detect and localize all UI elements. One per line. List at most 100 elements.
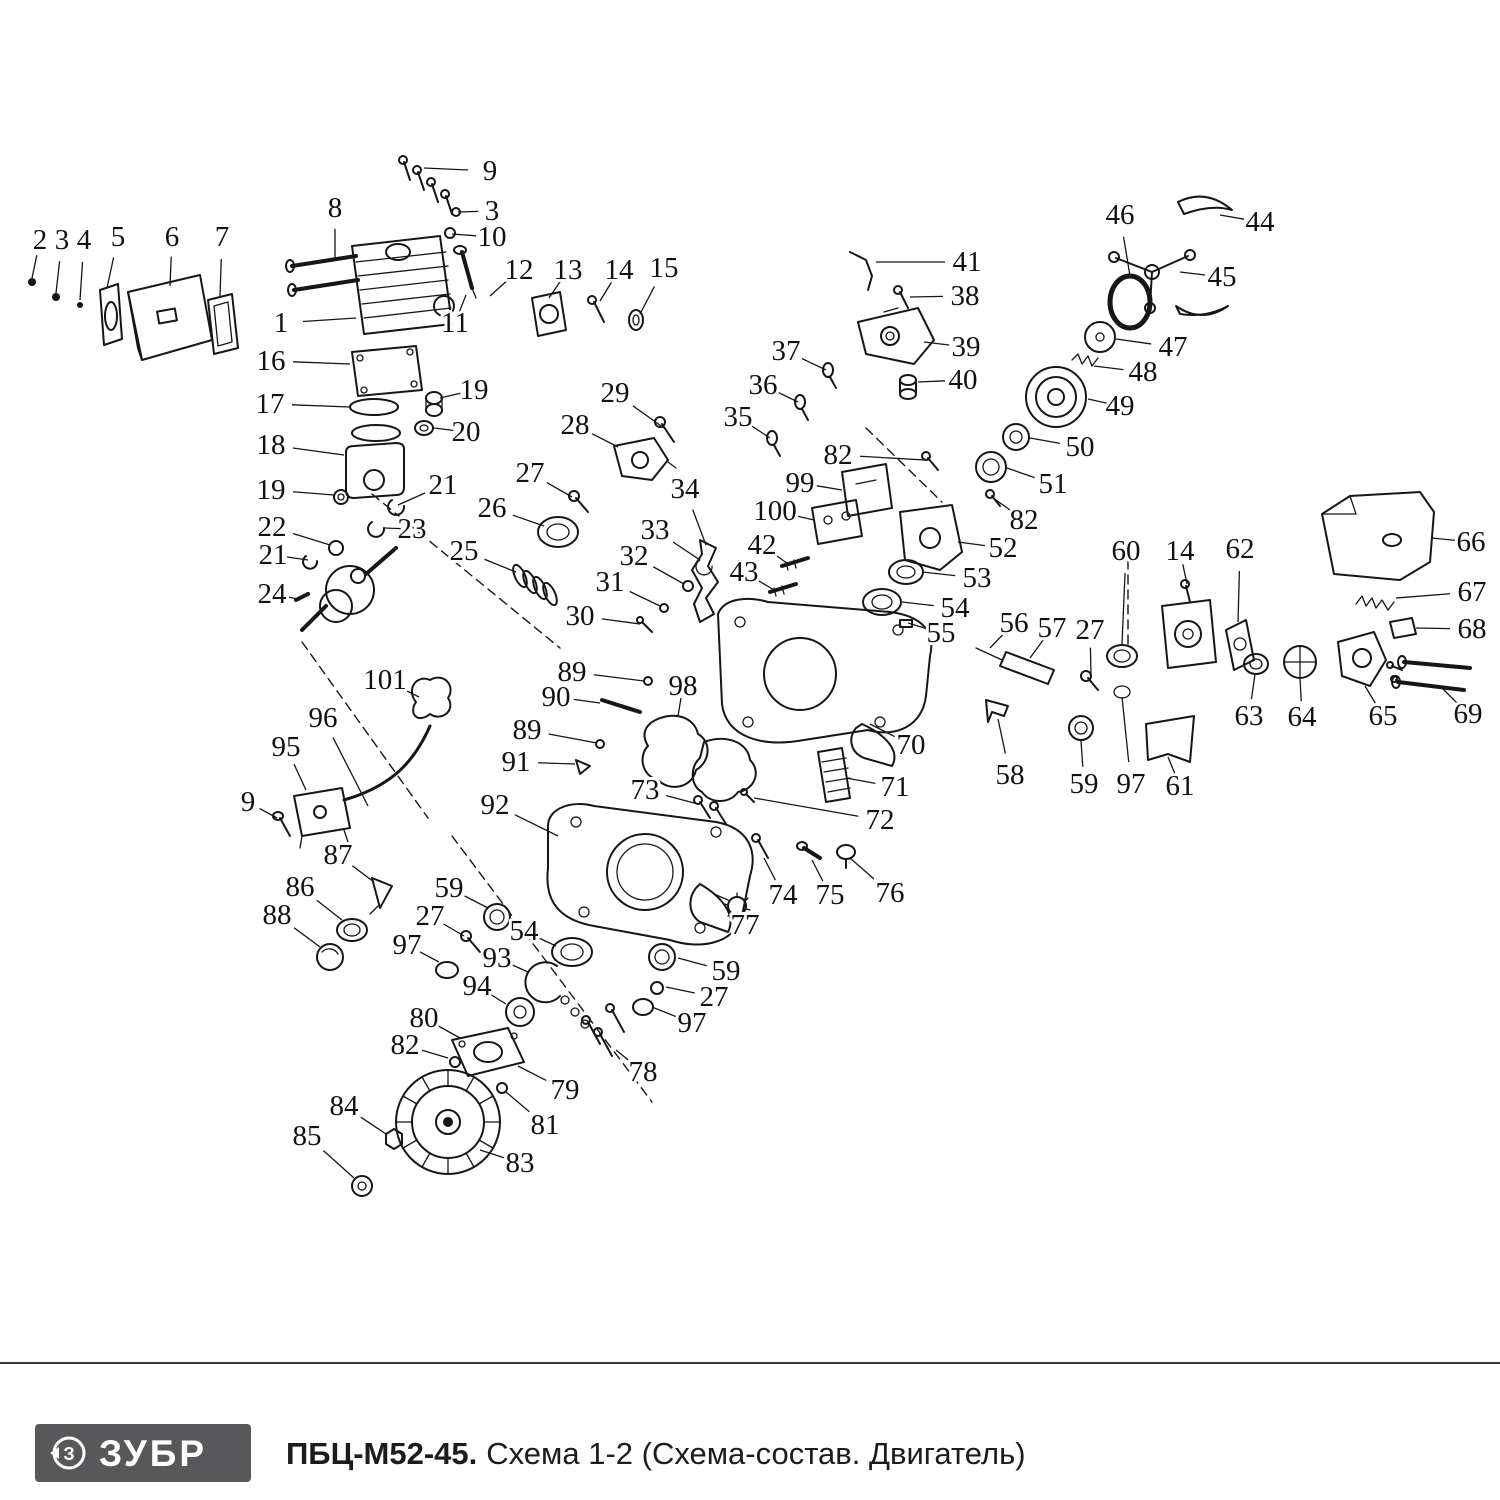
- part-number-label: 45: [1208, 261, 1237, 293]
- part-number-label: 58: [996, 759, 1025, 791]
- part-number-label: 91: [502, 746, 531, 778]
- leader-line: [750, 424, 771, 439]
- leader-line: [383, 527, 401, 530]
- part-number-label: 15: [650, 252, 679, 284]
- part-number-label: 50: [1066, 431, 1095, 463]
- footer-divider: [0, 1362, 1500, 1364]
- part-number-label: 43: [730, 556, 759, 588]
- leader-line: [293, 927, 321, 948]
- part-number-label: 46: [1106, 199, 1135, 231]
- leader-line: [1121, 696, 1130, 763]
- leader-line: [677, 697, 682, 717]
- brand-name: ЗУБР: [99, 1432, 208, 1474]
- part-number-label: 62: [1226, 533, 1255, 565]
- flywheel-drawing: [351, 1027, 525, 1197]
- leader-line: [923, 341, 950, 346]
- leader-line: [997, 718, 1007, 754]
- part-number-label: 77: [731, 909, 760, 941]
- zubr-logo-icon: З: [50, 1436, 86, 1470]
- leader-line: [1167, 756, 1176, 775]
- leader-line: [692, 509, 707, 546]
- part-number-label: 22: [258, 511, 287, 543]
- part-number-label: 39: [952, 331, 981, 363]
- part-number-label: 33: [641, 514, 670, 546]
- part-number-label: 74: [769, 879, 799, 911]
- zubr-logo: З ЗУБР: [35, 1424, 251, 1482]
- page-title: ПБЦ-М52-45.Схема 1-2 (Схема-состав. Двиг…: [286, 1436, 1026, 1472]
- part-number-label: 95: [272, 731, 301, 763]
- part-number-label: 8: [328, 192, 343, 224]
- leader-line: [332, 737, 369, 807]
- part-number-label: 78: [629, 1056, 658, 1088]
- part-number-label: 53: [963, 562, 992, 594]
- part-number-label: 52: [989, 532, 1018, 564]
- leader-line: [292, 491, 335, 496]
- part-number-label: 75: [816, 879, 845, 911]
- leader-line: [1299, 677, 1302, 702]
- leader-line: [517, 1065, 547, 1081]
- leader-line: [433, 427, 454, 432]
- diagram-artwork: [28, 155, 1472, 1197]
- part-number-label: 25: [450, 535, 479, 567]
- leader-line: [219, 258, 222, 297]
- part-number-label: 18: [257, 429, 286, 461]
- leader-line: [677, 957, 707, 967]
- part-number-label: 98: [669, 670, 698, 702]
- leader-line: [917, 380, 946, 383]
- leader-line: [488, 992, 507, 1005]
- part-number-label: 11: [441, 307, 469, 339]
- part-number-label: 4: [77, 224, 92, 256]
- leader-line: [302, 317, 357, 323]
- leader-line: [282, 595, 299, 600]
- part-number-label: 28: [561, 409, 590, 441]
- part-number-label: 42: [748, 529, 777, 561]
- part-number-label: 51: [1039, 468, 1068, 500]
- leader-line: [293, 763, 307, 791]
- part-number-label: 97: [393, 929, 422, 961]
- leader-line: [1415, 627, 1451, 630]
- part-number-label: 41: [953, 246, 982, 278]
- part-number-label: 19: [460, 374, 489, 406]
- leader-line: [957, 541, 986, 547]
- part-number-label: 21: [259, 539, 288, 571]
- leader-line: [1006, 467, 1035, 479]
- part-number-label: 82: [391, 1029, 420, 1061]
- leader-line: [548, 733, 598, 744]
- leader-line: [292, 361, 351, 365]
- leader-line: [292, 447, 345, 456]
- part-number-label: 3: [55, 224, 70, 256]
- leader-line: [514, 814, 559, 837]
- leader-line: [593, 674, 645, 682]
- part-number-label: 40: [949, 364, 978, 396]
- leader-line: [845, 777, 876, 785]
- part-number-label: 27: [700, 981, 729, 1013]
- leader-line: [443, 923, 465, 937]
- leader-line: [484, 558, 517, 573]
- ignition-coil-drawing: [272, 676, 452, 971]
- leader-line: [599, 282, 612, 302]
- part-number-label: 47: [1159, 331, 1188, 363]
- leader-line: [292, 532, 331, 546]
- leader-line: [772, 552, 789, 565]
- part-number-label: 68: [1458, 613, 1487, 645]
- leader-line: [505, 1091, 530, 1113]
- leader-line: [1029, 437, 1061, 445]
- part-number-label: 23: [398, 513, 427, 545]
- part-number-label: 10: [478, 221, 507, 253]
- leader-line: [1219, 214, 1245, 220]
- part-number-label: 56: [1000, 607, 1029, 639]
- leader-line: [811, 859, 824, 882]
- part-number-label: 83: [506, 1147, 535, 1179]
- leader-line: [1182, 564, 1188, 585]
- leader-line: [907, 622, 928, 630]
- part-number-label: 61: [1166, 770, 1195, 802]
- construction-lines: [301, 427, 1129, 1103]
- leader-line: [652, 566, 685, 585]
- leader-line: [651, 1006, 677, 1018]
- leader-line: [849, 857, 875, 880]
- part-number-label: 72: [866, 804, 895, 836]
- part-number-label: 9: [483, 155, 498, 187]
- part-number-label: 9: [241, 786, 256, 818]
- part-number-label: 80: [410, 1002, 439, 1034]
- part-number-label: 89: [513, 714, 542, 746]
